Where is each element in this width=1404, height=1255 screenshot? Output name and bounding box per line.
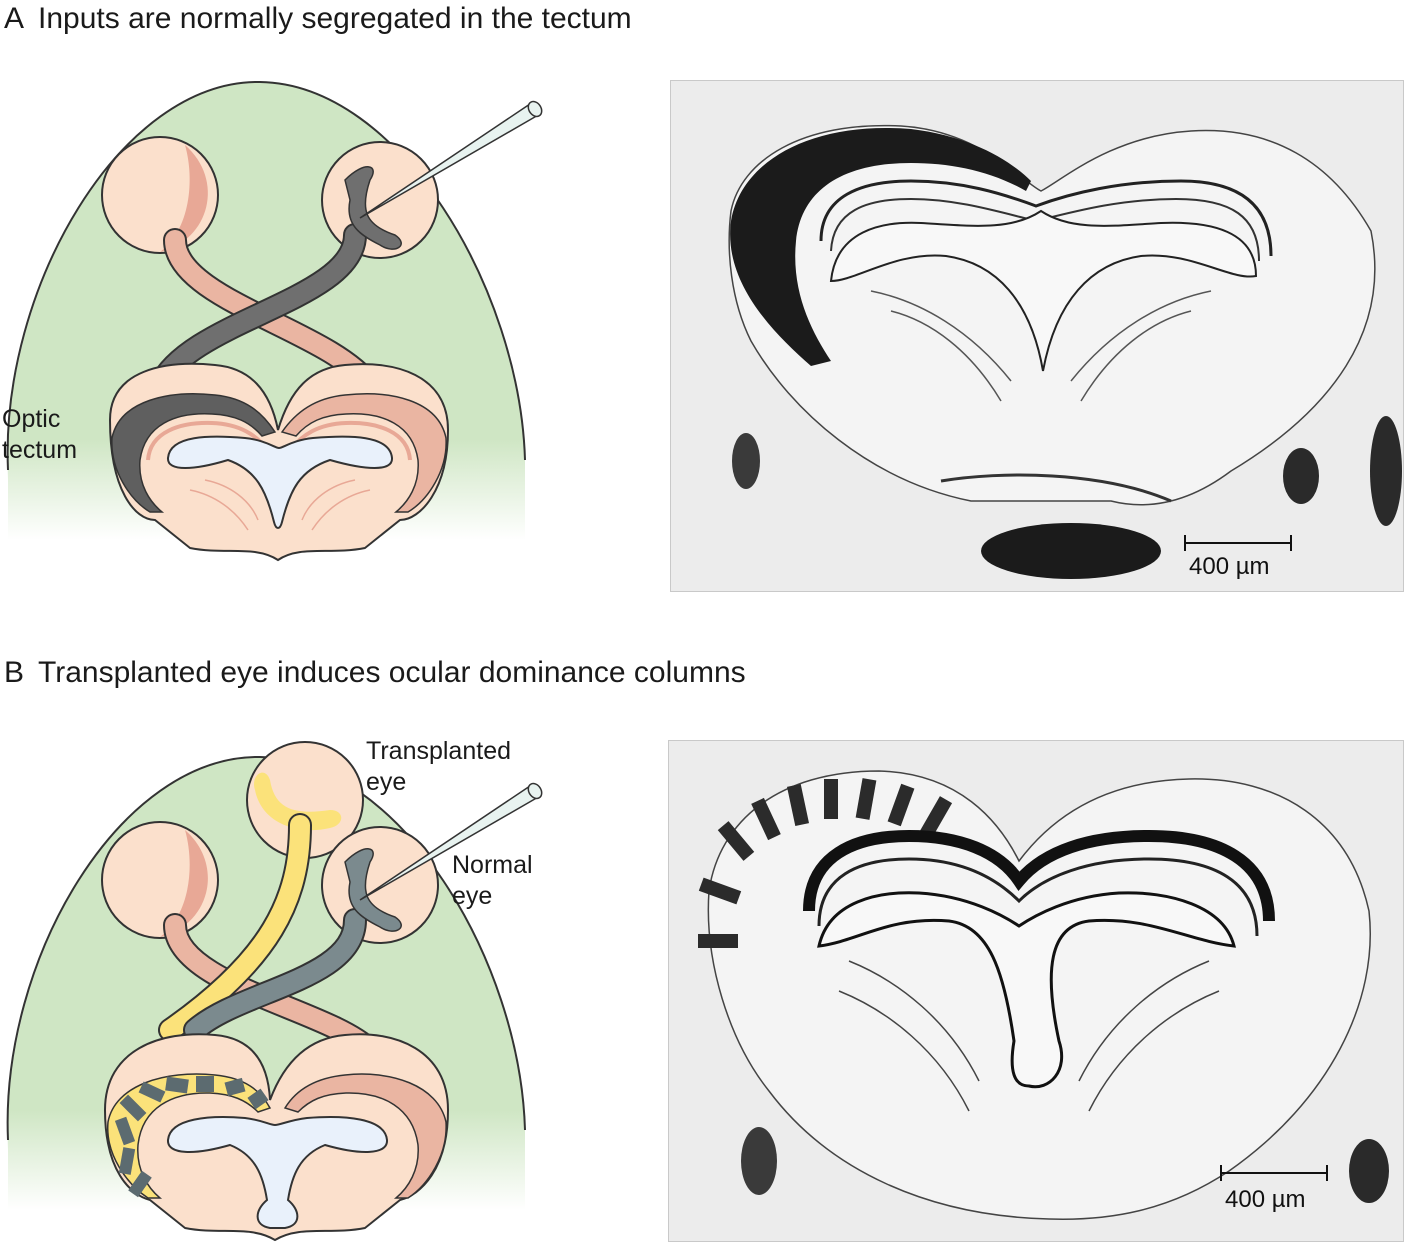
panel-a-title: A Inputs are normally segregated in the t…	[4, 2, 632, 36]
injection-pipette	[359, 100, 543, 219]
panel-b-diagram	[6, 741, 543, 1242]
scale-bar-b-label: 400 µm	[1225, 1186, 1306, 1213]
tectum-section-b	[103, 1033, 450, 1242]
panel-b-title-text: Transplanted eye induces ocular dominanc…	[38, 656, 746, 689]
ocular-dominance-columns	[107, 1073, 272, 1199]
transplanted-eye-label: Transplanted eye	[366, 737, 511, 796]
panel-b-letter: B	[4, 656, 25, 689]
normal-eye-label: Normal eye	[452, 851, 533, 910]
right-tectum-pink	[280, 393, 447, 513]
scale-bar-a-label: 400 µm	[1189, 553, 1270, 580]
transplanted-eye	[246, 741, 364, 859]
injection-pipette-b	[359, 782, 543, 901]
ventricle-b	[166, 1116, 389, 1229]
ventricle	[166, 435, 394, 529]
panel-a-micrograph: 400 µm	[670, 80, 1404, 592]
panel-b-title: B Transplanted eye induces ocular dominan…	[4, 656, 746, 690]
panel-b-micrograph: 400 µm	[668, 740, 1404, 1242]
panel-a-title-text: Inputs are normally segregated in the te…	[38, 2, 632, 35]
tectum-section	[108, 362, 450, 562]
labelled-tectum-band	[730, 127, 1031, 366]
scale-bar-b: 400 µm	[1220, 1165, 1328, 1213]
micrograph-columns	[698, 778, 953, 948]
optic-tectum-label: Optic tectum	[2, 405, 78, 464]
panel-a-letter: A	[4, 2, 25, 35]
left-eye	[101, 136, 219, 254]
scale-bar-a: 400 µm	[1184, 535, 1292, 580]
left-eye-b	[101, 821, 219, 939]
panel-a-diagram	[6, 80, 543, 562]
left-tectum-labelled	[111, 393, 277, 513]
